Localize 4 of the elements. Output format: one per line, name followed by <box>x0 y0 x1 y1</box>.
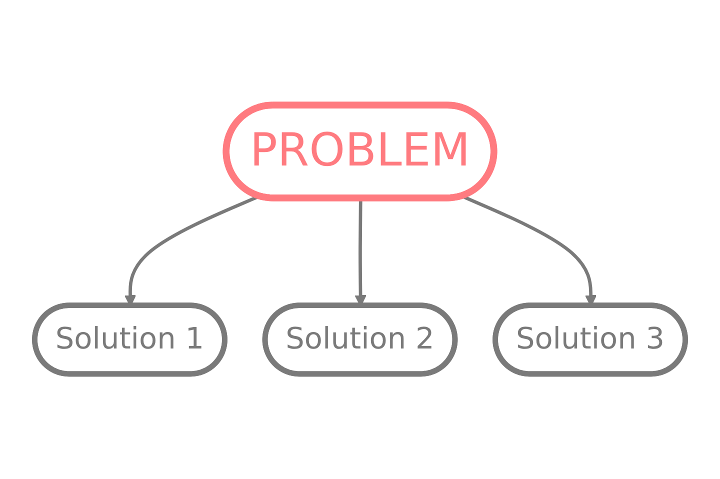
oval-node: Solution 1 <box>32 302 228 377</box>
oval-node: Solution 2 <box>262 302 458 377</box>
oval-node: PROBLEM <box>222 102 498 202</box>
oval-node: Solution 3 <box>492 302 688 377</box>
